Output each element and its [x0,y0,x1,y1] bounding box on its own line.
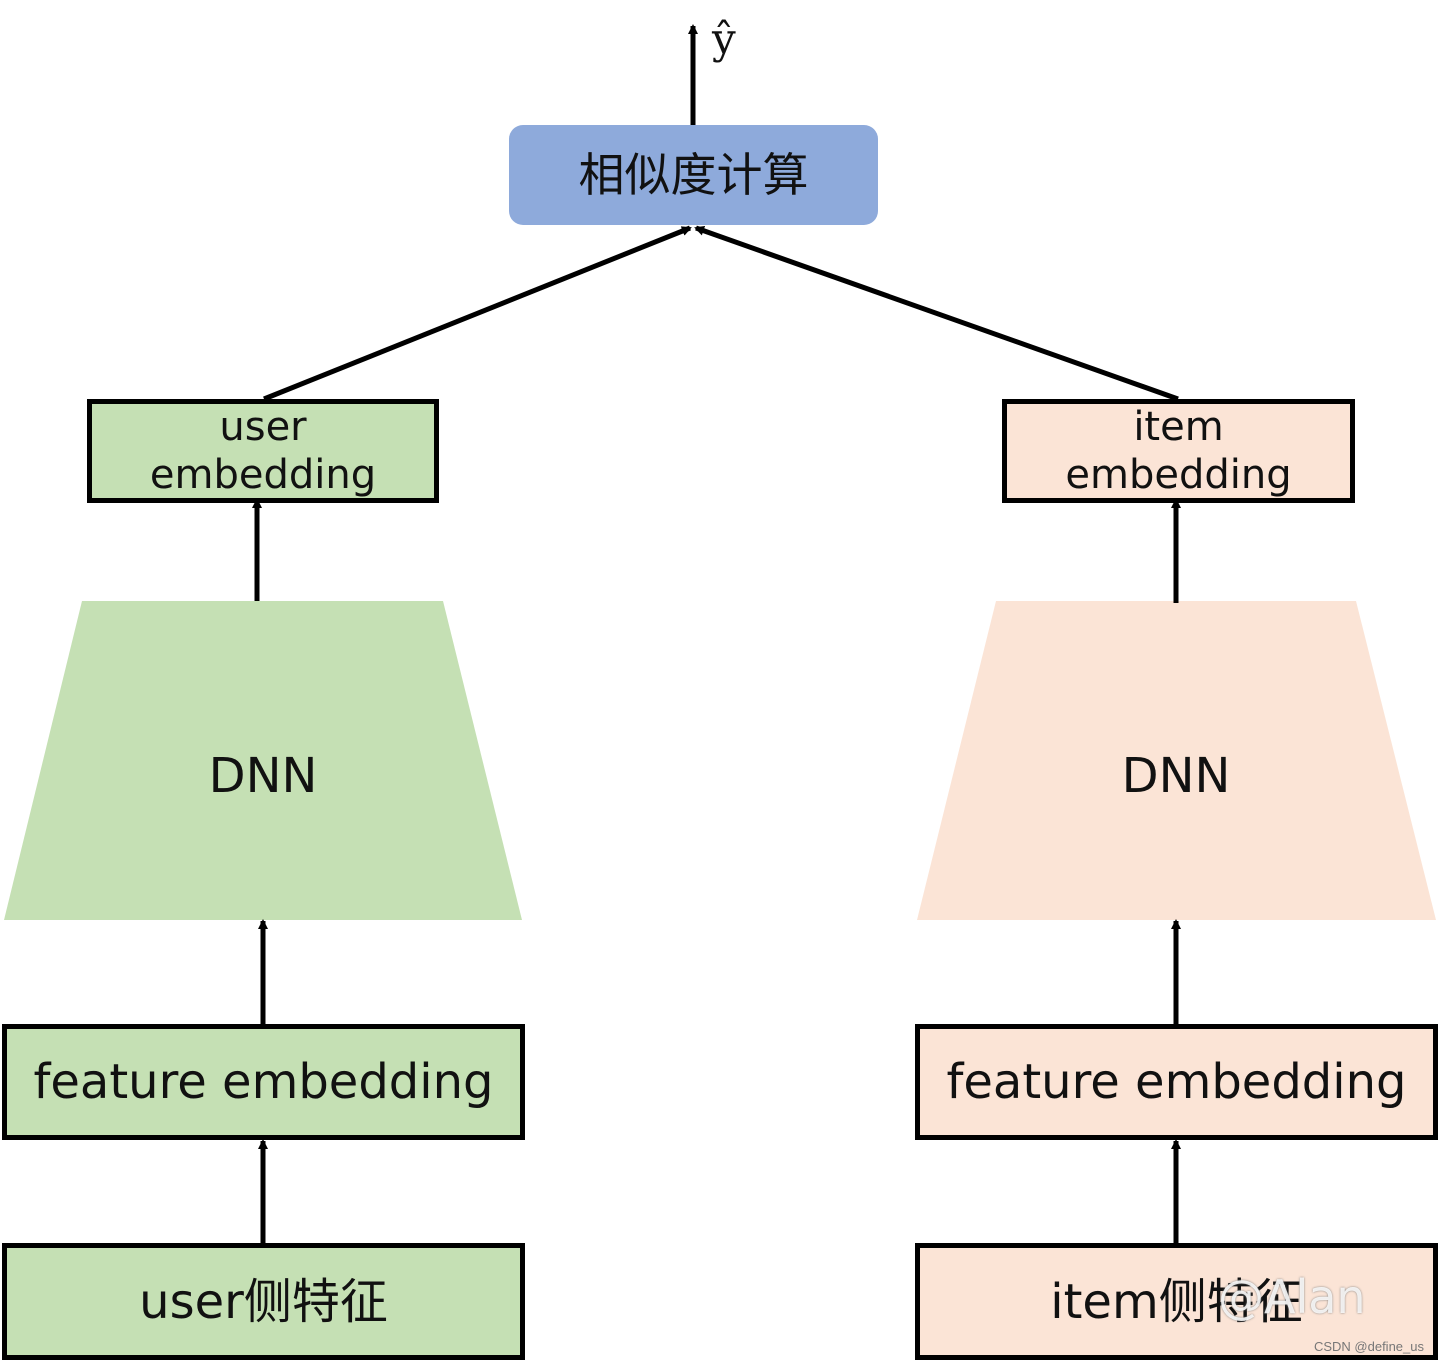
user-features-node: user侧特征 [2,1243,525,1360]
item-embedding-node: item embedding [1002,399,1355,503]
dnn-trapezoid-left [4,601,522,920]
item-dnn-label: DNN [1121,748,1231,804]
arrow-item-embedding-to-similarity [694,225,1179,402]
arrow-user-embedding-to-similarity [263,225,692,402]
output-label: ŷ [712,14,736,63]
user-dnn-label: DNN [208,748,318,804]
user-feature-embedding-node: feature embedding [2,1024,525,1140]
user-embedding-label-line1: user [219,404,307,450]
user-embedding-label-line2: embedding [149,452,377,498]
item-feature-embedding-node: feature embedding [915,1024,1438,1140]
source-note: CSDN @define_us [1313,1339,1424,1354]
dnn-trapezoid-right [917,601,1436,920]
similarity-node: 相似度计算 [509,125,878,225]
item-embedding-label-line2: embedding [1065,452,1292,498]
item-features-node: item侧特征 [915,1243,1438,1360]
user-embedding-node: user embedding [87,399,439,503]
watermark-text: @Alan [1218,1270,1366,1324]
item-embedding-label-line1: item [1133,404,1224,450]
